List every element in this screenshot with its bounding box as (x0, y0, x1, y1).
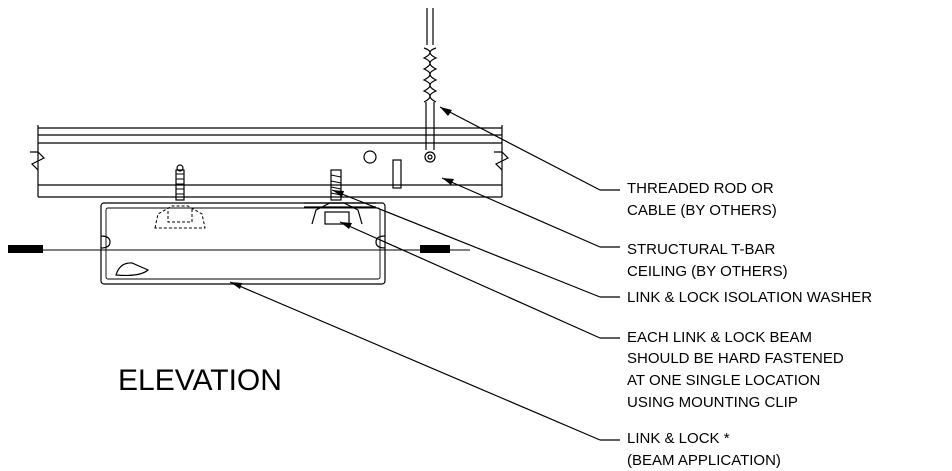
callout-text: AT ONE SINGLE LOCATION (627, 372, 820, 389)
link-lock-beam (100, 202, 386, 285)
tbar-ceiling (30, 125, 510, 198)
beam-dimension-line (8, 245, 470, 253)
callout-each-beam: EACH LINK & LOCK BEAM SHOULD BE HARD FAS… (627, 329, 844, 411)
drawing-title: ELEVATION (118, 364, 282, 397)
callout-text: USING MOUNTING CLIP (627, 394, 798, 411)
callout-text: SHOULD BE HARD FASTENED (627, 350, 844, 367)
leader-lines (229, 106, 620, 441)
callout-text: LINK & LOCK ISOLATION WASHER (627, 289, 872, 306)
callout-washer: LINK & LOCK ISOLATION WASHER (627, 289, 872, 306)
callout-link-lock: LINK & LOCK * (BEAM APPLICATION) (627, 430, 781, 469)
callout-text: THREADED ROD OR (627, 180, 774, 197)
callout-text: LINK & LOCK * (627, 430, 730, 447)
callout-text: (BEAM APPLICATION) (627, 452, 781, 469)
callout-text: CABLE (BY OTHERS) (627, 202, 777, 219)
callout-text: EACH LINK & LOCK BEAM (627, 329, 812, 346)
callout-text: CEILING (BY OTHERS) (627, 263, 788, 280)
callout-text: STRUCTURAL T-BAR (627, 241, 776, 258)
callout-tbar: STRUCTURAL T-BAR CEILING (BY OTHERS) (627, 241, 788, 280)
threaded-rod (422, 8, 438, 163)
callout-threaded-rod: THREADED ROD OR CABLE (BY OTHERS) (627, 180, 777, 219)
